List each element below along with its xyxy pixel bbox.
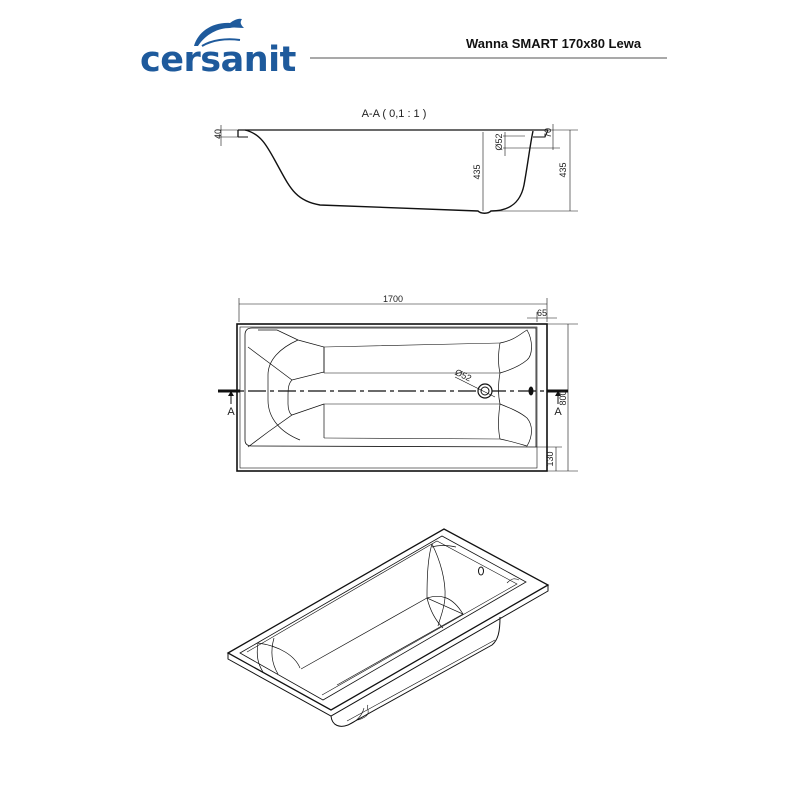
section-title: A-A ( 0,1 : 1 ) — [362, 108, 427, 120]
section-marker-left: A — [227, 406, 235, 418]
isometric-view — [226, 528, 550, 727]
section-marker-right: A — [554, 406, 562, 418]
plan-view: 1700 65 A A Ø52 — [218, 294, 578, 472]
svg-text:40: 40 — [213, 129, 223, 139]
svg-text:70: 70 — [543, 128, 553, 138]
brand-logo: cersanit — [140, 18, 296, 80]
overflow-icon — [478, 566, 484, 576]
svg-text:435: 435 — [472, 164, 482, 179]
section-view: A-A ( 0,1 : 1 ) 40 435 Ø52 70 435 — [213, 108, 578, 214]
product-title: Wanna SMART 170x80 Lewa — [466, 36, 642, 51]
svg-text:800: 800 — [558, 390, 568, 405]
svg-text:130: 130 — [545, 451, 555, 466]
brand-name: cersanit — [140, 40, 296, 80]
dolphin-icon — [194, 18, 244, 47]
svg-text:65: 65 — [537, 308, 547, 318]
title-divider — [310, 57, 667, 59]
drain-icon — [477, 383, 493, 399]
svg-text:435: 435 — [558, 162, 568, 177]
svg-text:1700: 1700 — [383, 294, 403, 304]
svg-text:Ø52: Ø52 — [494, 133, 504, 150]
